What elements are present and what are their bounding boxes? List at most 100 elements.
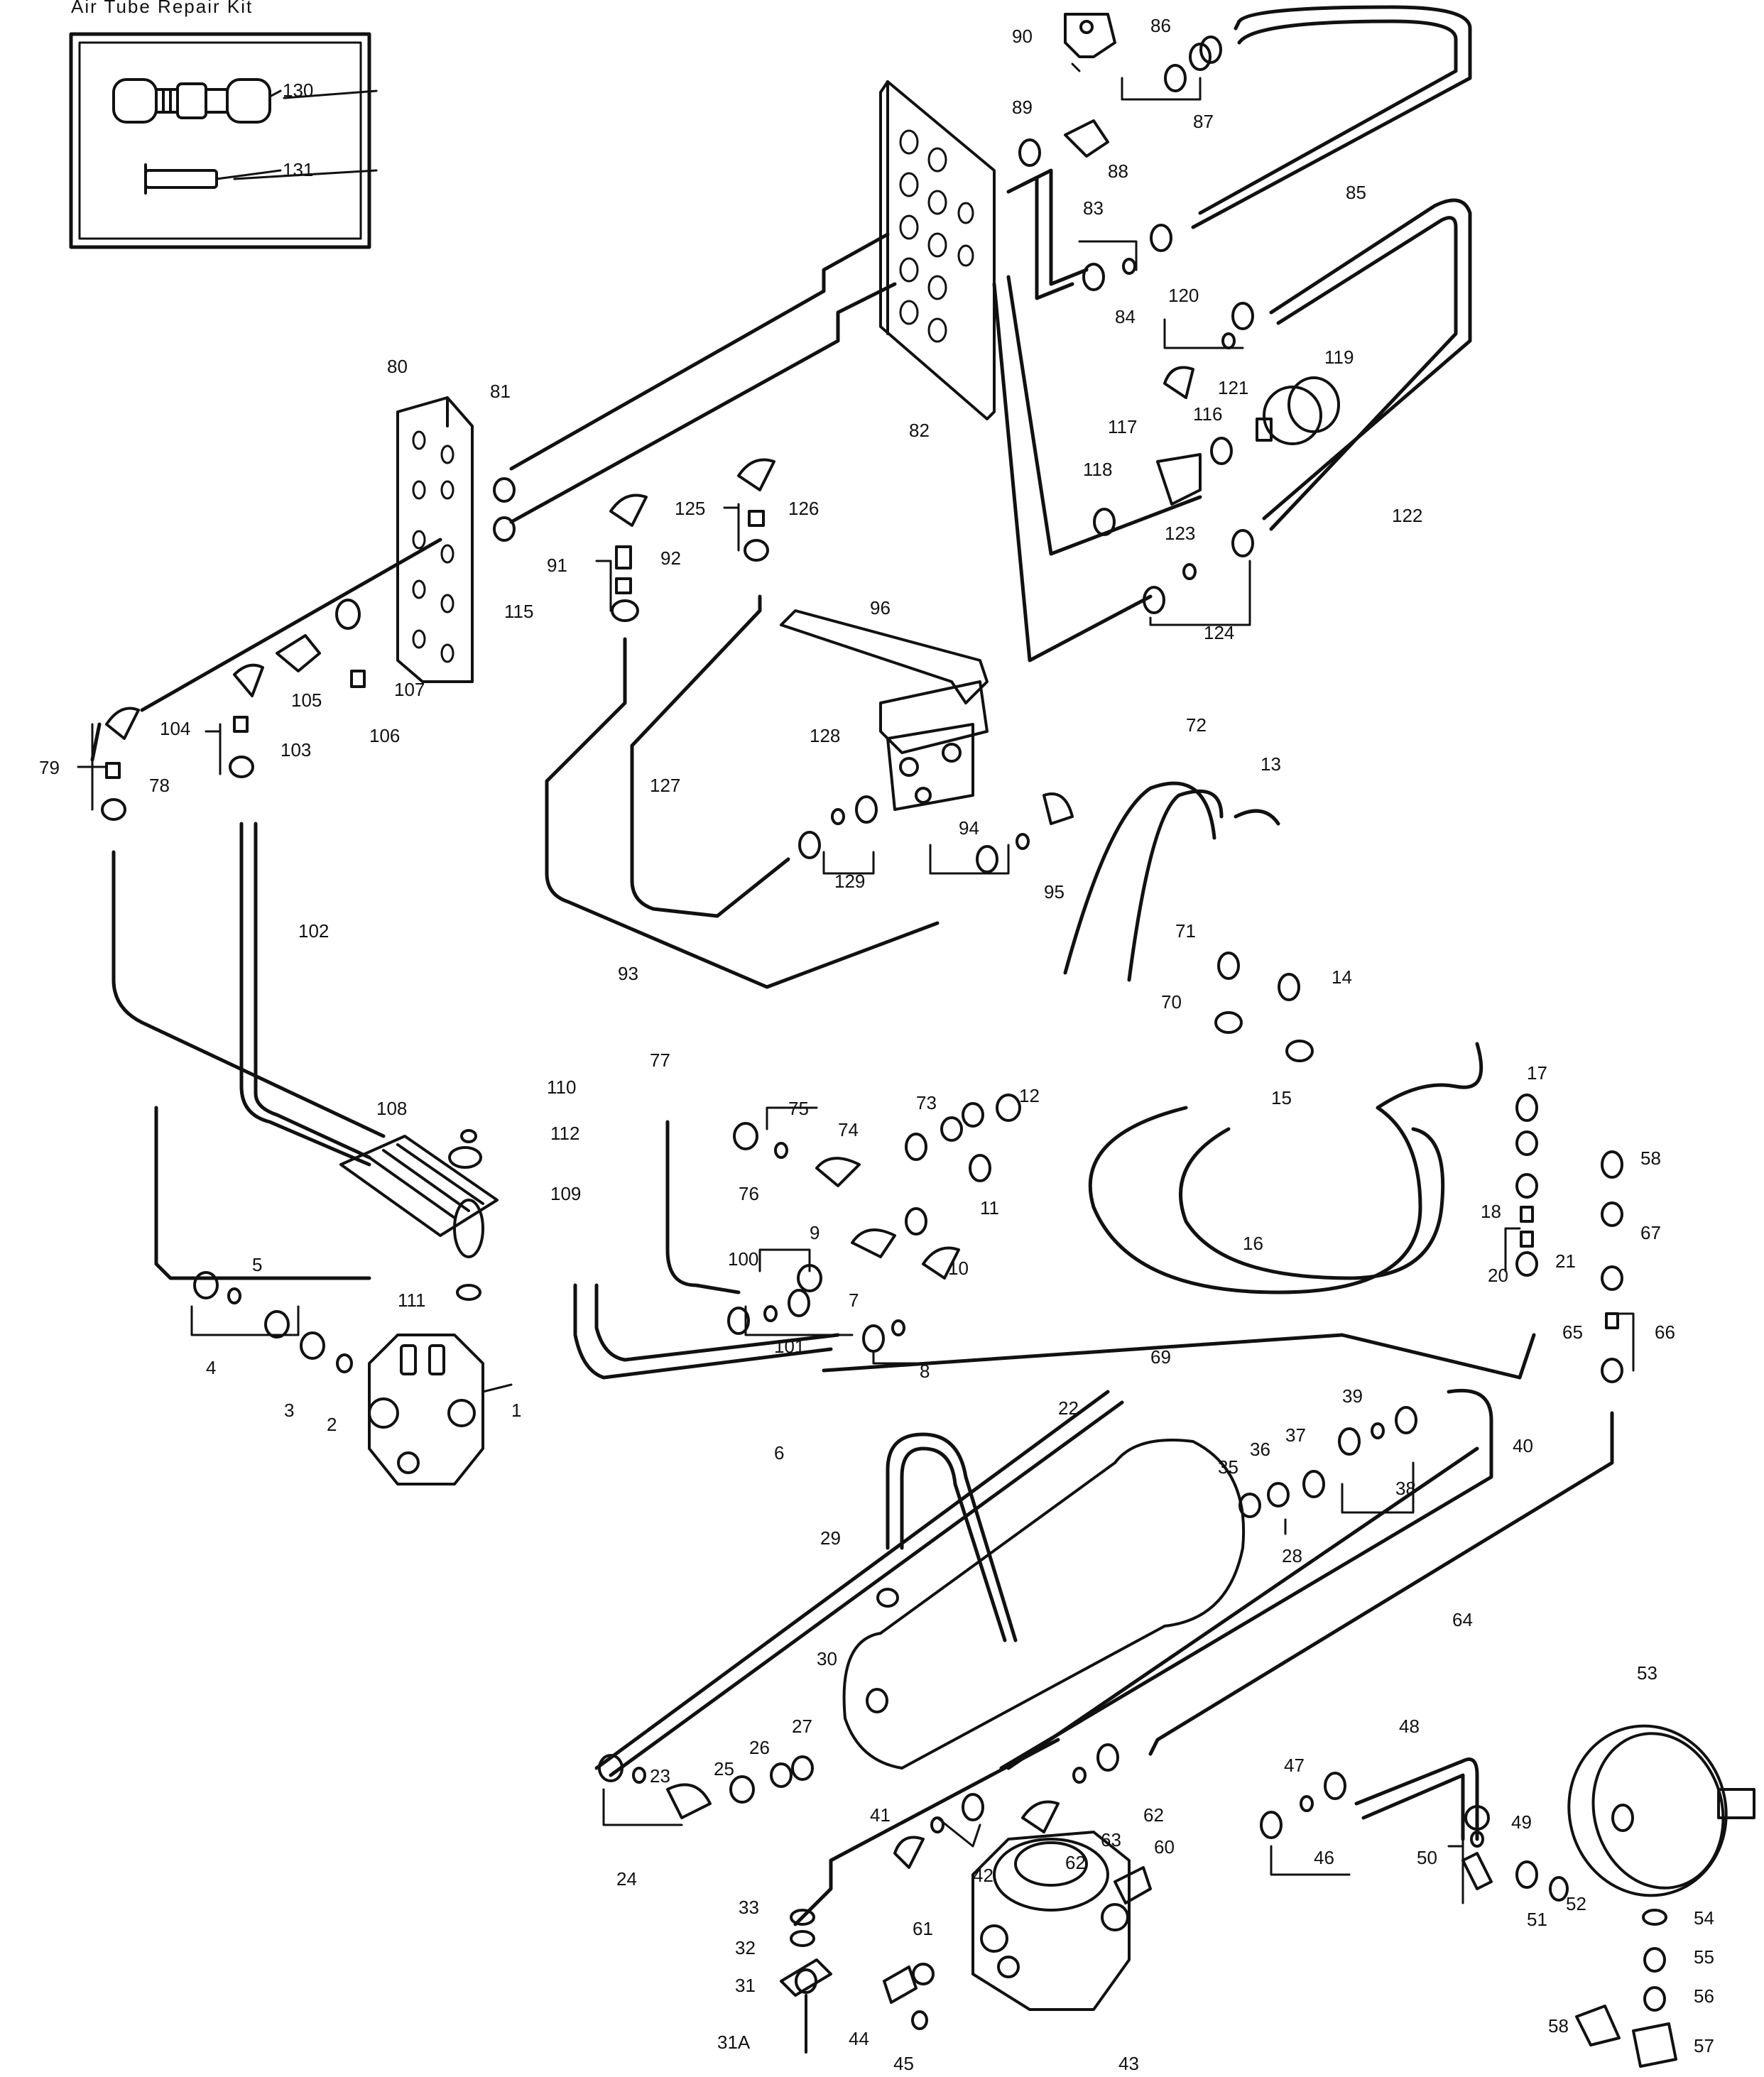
part-labels: 130 131 1 2 3 4 5 6 7 8 9 10 11 12 13 14…	[39, 15, 1714, 2074]
label-122: 122	[1392, 505, 1422, 526]
label-73: 73	[916, 1092, 937, 1113]
label-81: 81	[490, 381, 511, 402]
label-84: 84	[1115, 306, 1136, 327]
label-26: 26	[749, 1737, 770, 1758]
label-88: 88	[1108, 160, 1128, 182]
label-41: 41	[870, 1804, 891, 1826]
fittings	[101, 36, 1677, 2068]
label-54: 54	[1694, 1907, 1714, 1929]
kit-sleeve-insert	[144, 163, 218, 195]
label-3: 3	[284, 1400, 294, 1421]
label-108: 108	[376, 1098, 407, 1119]
label-23: 23	[650, 1765, 670, 1787]
check-valve-90	[1064, 13, 1116, 58]
label-40: 40	[1513, 1435, 1533, 1456]
label-28: 28	[1282, 1545, 1302, 1566]
label-79: 79	[39, 757, 60, 778]
label-48: 48	[1399, 1716, 1420, 1737]
label-18: 18	[1481, 1201, 1501, 1222]
label-82: 82	[909, 420, 930, 441]
brake-chamber	[1567, 1724, 1755, 1897]
label-64: 64	[1452, 1609, 1473, 1630]
control-valve	[368, 1334, 484, 1485]
label-83: 83	[1083, 197, 1104, 219]
label-7: 7	[849, 1290, 859, 1311]
label-47: 47	[1284, 1755, 1305, 1776]
label-123: 123	[1165, 523, 1195, 544]
label-6: 6	[774, 1442, 784, 1463]
label-69: 69	[1150, 1346, 1171, 1368]
label-103: 103	[281, 739, 311, 761]
label-30: 30	[817, 1648, 837, 1669]
label-96: 96	[870, 597, 891, 618]
label-11: 11	[980, 1197, 999, 1219]
label-104: 104	[160, 718, 190, 739]
label-91: 91	[547, 555, 567, 576]
label-32: 32	[735, 1937, 756, 1958]
label-78: 78	[149, 775, 170, 796]
label-130: 130	[283, 80, 313, 101]
label-66: 66	[1655, 1321, 1675, 1343]
label-75: 75	[788, 1098, 809, 1119]
label-107: 107	[394, 679, 425, 700]
tube-lines	[90, 5, 1614, 1926]
label-95: 95	[1044, 881, 1065, 903]
treadle-brake-valve	[780, 609, 989, 811]
label-1: 1	[511, 1400, 521, 1421]
label-65: 65	[1562, 1321, 1583, 1343]
label-22: 22	[1058, 1397, 1079, 1419]
label-110: 110	[547, 1076, 576, 1098]
label-62b: 62	[1065, 1852, 1086, 1873]
label-20: 20	[1488, 1265, 1508, 1286]
label-94: 94	[959, 817, 979, 839]
label-36: 36	[1250, 1439, 1270, 1460]
label-9: 9	[810, 1222, 820, 1243]
label-60: 60	[1154, 1836, 1175, 1858]
label-55: 55	[1694, 1946, 1714, 1968]
label-102: 102	[298, 920, 329, 942]
label-120: 120	[1168, 285, 1199, 306]
label-105: 105	[291, 689, 322, 711]
label-31A: 31A	[717, 2032, 751, 2053]
label-31: 31	[735, 1975, 756, 1996]
repair-kit-box	[69, 32, 371, 249]
label-39: 39	[1342, 1385, 1363, 1407]
label-74: 74	[838, 1119, 859, 1140]
label-58-bottom: 58	[1548, 2015, 1569, 2037]
label-93: 93	[618, 963, 638, 984]
label-2: 2	[327, 1414, 337, 1435]
label-17: 17	[1527, 1062, 1547, 1084]
label-27: 27	[792, 1716, 812, 1737]
bulkhead-plate-80	[396, 396, 474, 683]
label-87: 87	[1193, 111, 1214, 132]
label-53: 53	[1637, 1662, 1657, 1684]
label-61: 61	[913, 1918, 933, 1939]
label-62a: 62	[1143, 1804, 1164, 1826]
label-124: 124	[1204, 622, 1234, 643]
label-92: 92	[660, 547, 681, 569]
label-85: 85	[1346, 182, 1366, 203]
label-101: 101	[774, 1336, 805, 1357]
label-43: 43	[1118, 2053, 1139, 2074]
label-38: 38	[1395, 1478, 1416, 1499]
label-116: 116	[1193, 403, 1222, 425]
label-8: 8	[920, 1361, 930, 1382]
label-45: 45	[893, 2053, 914, 2074]
label-16: 16	[1243, 1233, 1263, 1254]
label-5: 5	[252, 1254, 262, 1275]
label-21: 21	[1555, 1250, 1576, 1272]
label-44: 44	[849, 2028, 869, 2049]
label-10: 10	[948, 1258, 969, 1279]
label-77: 77	[650, 1050, 670, 1071]
label-58: 58	[1640, 1147, 1661, 1169]
label-29: 29	[820, 1527, 841, 1549]
label-42: 42	[973, 1865, 993, 1886]
tube-clamp-assembly	[339, 1135, 499, 1301]
label-111: 111	[398, 1290, 426, 1311]
leader-lines	[77, 62, 1635, 1904]
label-128: 128	[810, 725, 840, 746]
label-70: 70	[1161, 991, 1182, 1013]
label-12: 12	[1019, 1085, 1040, 1106]
label-90: 90	[1012, 26, 1033, 47]
